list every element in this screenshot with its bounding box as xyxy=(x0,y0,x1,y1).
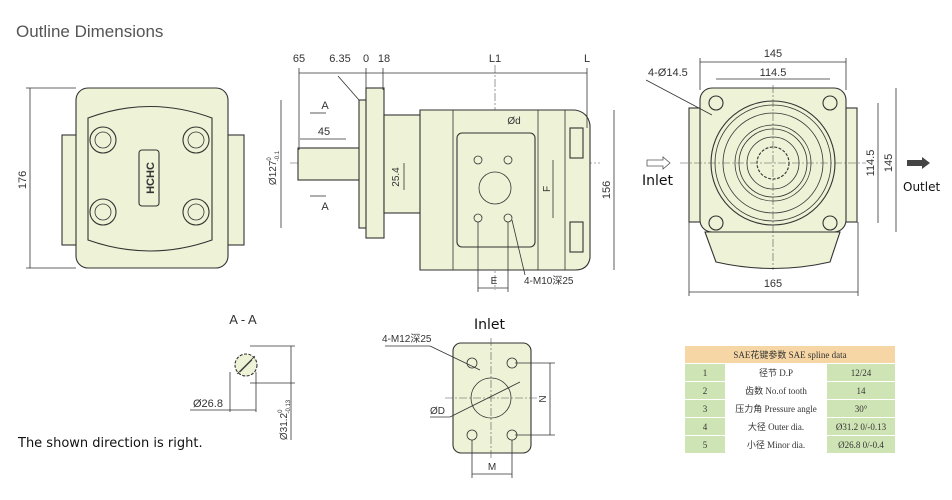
section-aa-title: A - A xyxy=(229,312,257,327)
dim-l: L xyxy=(584,53,590,65)
outlet-arrow-icon xyxy=(907,157,930,169)
direction-note: The shown direction is right. xyxy=(18,436,203,451)
front-height-dim: 176 xyxy=(17,171,29,189)
dim-18: 18 xyxy=(378,53,390,65)
aa-minor-dia: Ø26.8 xyxy=(193,398,223,410)
dim-65: 65 xyxy=(293,53,305,65)
pilot-dia: Ø1270-0.1 xyxy=(267,150,281,185)
rear-width-outer: 145 xyxy=(764,48,782,60)
row-desc: 小径 Minor dia. xyxy=(725,435,827,454)
row-value: 30° xyxy=(826,399,896,418)
flange-dia: ØD xyxy=(430,406,445,417)
row-desc: 齿数 No.of tooth xyxy=(725,381,827,400)
inlet-flange-view: 4-M12深25 ØD N M xyxy=(382,333,555,478)
row-number: 3 xyxy=(684,399,726,418)
row-number: 1 xyxy=(684,363,726,382)
mount-hole-icon xyxy=(708,95,838,231)
inlet-label: Inlet xyxy=(642,173,673,189)
rear-height-outer: 145 xyxy=(883,154,895,172)
offset-dim: 25.4 xyxy=(391,167,402,187)
section-mark-top: A xyxy=(321,100,329,112)
rear-width-inner: 114.5 xyxy=(760,67,787,79)
side-view: 65 6.35 0 18 L1 L 45 A A Ø1270-0.1 25.4 … xyxy=(267,53,615,292)
table-header: SAE花键参数 SAE spline data xyxy=(684,345,896,364)
row-value: Ø31.2 0/-0.13 xyxy=(826,417,896,436)
dim-45: 45 xyxy=(318,126,330,138)
section-aa: A - A Ø26.8 Ø31.20-0.13 xyxy=(190,312,295,440)
port-threads: 4-M10深25 xyxy=(524,275,574,287)
dim-l1: L1 xyxy=(489,53,501,65)
front-view: HCHC 176 xyxy=(17,87,245,269)
flange-m: M xyxy=(488,462,496,473)
outlet-label: Outlet xyxy=(903,180,941,194)
row-value: 12/24 xyxy=(826,363,896,382)
rear-base-width: 165 xyxy=(764,278,782,290)
row-value: 14 xyxy=(826,381,896,400)
row-desc: 径节 D.P xyxy=(725,363,827,382)
logo-text: HCHC xyxy=(145,162,157,194)
inlet-flange-title: Inlet xyxy=(474,317,505,333)
aa-outer-dia: Ø31.20-0.13 xyxy=(278,399,292,440)
bolt-icon xyxy=(89,126,210,226)
row-desc: 大径 Outer dia. xyxy=(725,417,827,436)
port-e: E xyxy=(491,276,498,287)
dim-6-35: 6.35 xyxy=(329,53,350,65)
row-number: 4 xyxy=(684,417,726,436)
port-f: F xyxy=(542,186,553,192)
row-value: Ø26.8 0/-0.4 xyxy=(826,435,896,454)
rear-holes: 4-Ø14.5 xyxy=(648,67,688,79)
inlet-arrow-icon xyxy=(646,156,671,170)
row-desc: 压力角 Pressure angle xyxy=(725,399,827,418)
flange-threads: 4-M12深25 xyxy=(382,333,432,345)
rear-view: 145 114.5 4-Ø14.5 114.5 145 165 xyxy=(645,48,930,296)
section-mark-bottom: A xyxy=(321,201,329,213)
row-number: 5 xyxy=(684,435,726,454)
port-dia: Ød xyxy=(507,116,520,127)
row-number: 2 xyxy=(684,381,726,400)
side-height: 156 xyxy=(601,181,613,199)
rear-height-inner: 114.5 xyxy=(865,150,877,177)
page-title: Outline Dimensions xyxy=(16,22,164,41)
flange-n: N xyxy=(538,395,549,402)
dim-0: 0 xyxy=(363,53,369,65)
